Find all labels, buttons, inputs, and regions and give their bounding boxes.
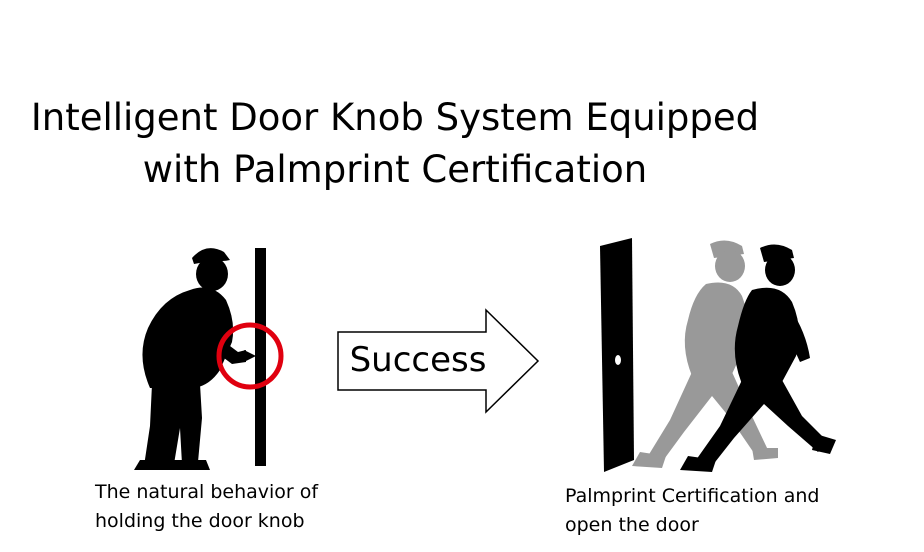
left-caption: The natural behavior of holding the door… <box>95 478 318 536</box>
right-caption-line-1: Palmprint Certification and <box>565 485 820 507</box>
left-caption-line-2: holding the door knob <box>95 510 305 532</box>
diagram-title: Intelligent Door Knob System Equipped wi… <box>0 92 790 196</box>
success-label: Success <box>349 340 487 380</box>
right-caption: Palmprint Certification and open the doo… <box>565 482 819 540</box>
person-walking-through-door-illustration <box>600 238 836 472</box>
open-door <box>600 238 634 472</box>
title-line-2: with Palmprint Certification <box>142 148 648 191</box>
right-caption-line-2: open the door <box>565 514 699 536</box>
closed-door <box>255 248 266 466</box>
walking-silhouette <box>680 244 836 472</box>
highlight-ring <box>216 322 284 390</box>
person-silhouette <box>134 248 246 470</box>
door-knob <box>244 350 256 362</box>
left-caption-line-1: The natural behavior of <box>95 481 319 503</box>
open-door-knob <box>615 355 621 365</box>
person-holding-knob-illustration <box>134 248 284 470</box>
success-arrow <box>337 308 540 414</box>
title-line-1: Intelligent Door Knob System Equipped <box>30 96 760 139</box>
